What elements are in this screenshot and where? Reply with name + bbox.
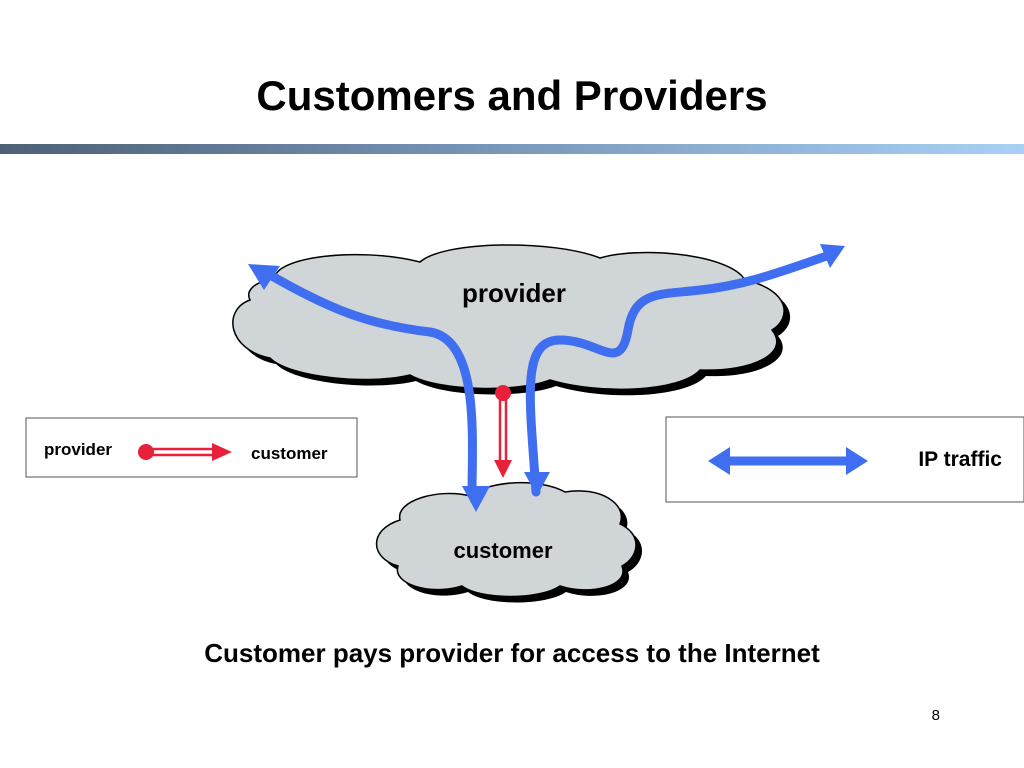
legend-payment: provider customer — [25, 417, 358, 478]
payment-arrow-head — [494, 460, 512, 478]
payment-arrow-origin-dot — [495, 385, 511, 401]
traffic-arrowhead-right-down — [524, 472, 550, 496]
page-number: 8 — [931, 707, 940, 724]
slide-caption: Customer pays provider for access to the… — [204, 638, 820, 668]
payment-arrow — [494, 385, 512, 478]
legend-traffic-arrowhead-left — [708, 447, 730, 475]
provider-cloud-body — [232, 244, 785, 391]
customer-cloud-label: customer — [453, 538, 552, 563]
legend-payment-to-label: customer — [251, 444, 328, 463]
traffic-path-left — [260, 267, 477, 500]
legend-traffic: IP traffic — [665, 416, 1024, 503]
traffic-arrowhead-right-up — [820, 244, 845, 268]
title-rule — [0, 144, 1024, 154]
legend-payment-box — [25, 417, 358, 478]
provider-cloud: provider — [232, 244, 791, 396]
provider-cloud-label: provider — [462, 278, 566, 308]
legend-traffic-label: IP traffic — [918, 448, 1002, 471]
traffic-arrowhead-left-up — [248, 264, 280, 290]
customer-cloud-body — [375, 481, 637, 598]
traffic-path-right — [525, 250, 835, 497]
slide-title: Customers and Providers — [256, 72, 768, 119]
customer-cloud: customer — [375, 481, 642, 603]
traffic-arrowhead-left-down — [462, 486, 490, 512]
legend-payment-arrowhead — [212, 443, 232, 461]
legend-traffic-arrowhead-right — [846, 447, 868, 475]
legend-payment-from-label: provider — [44, 440, 112, 459]
legend-payment-dot — [138, 444, 154, 460]
traffic-flows — [248, 244, 845, 512]
